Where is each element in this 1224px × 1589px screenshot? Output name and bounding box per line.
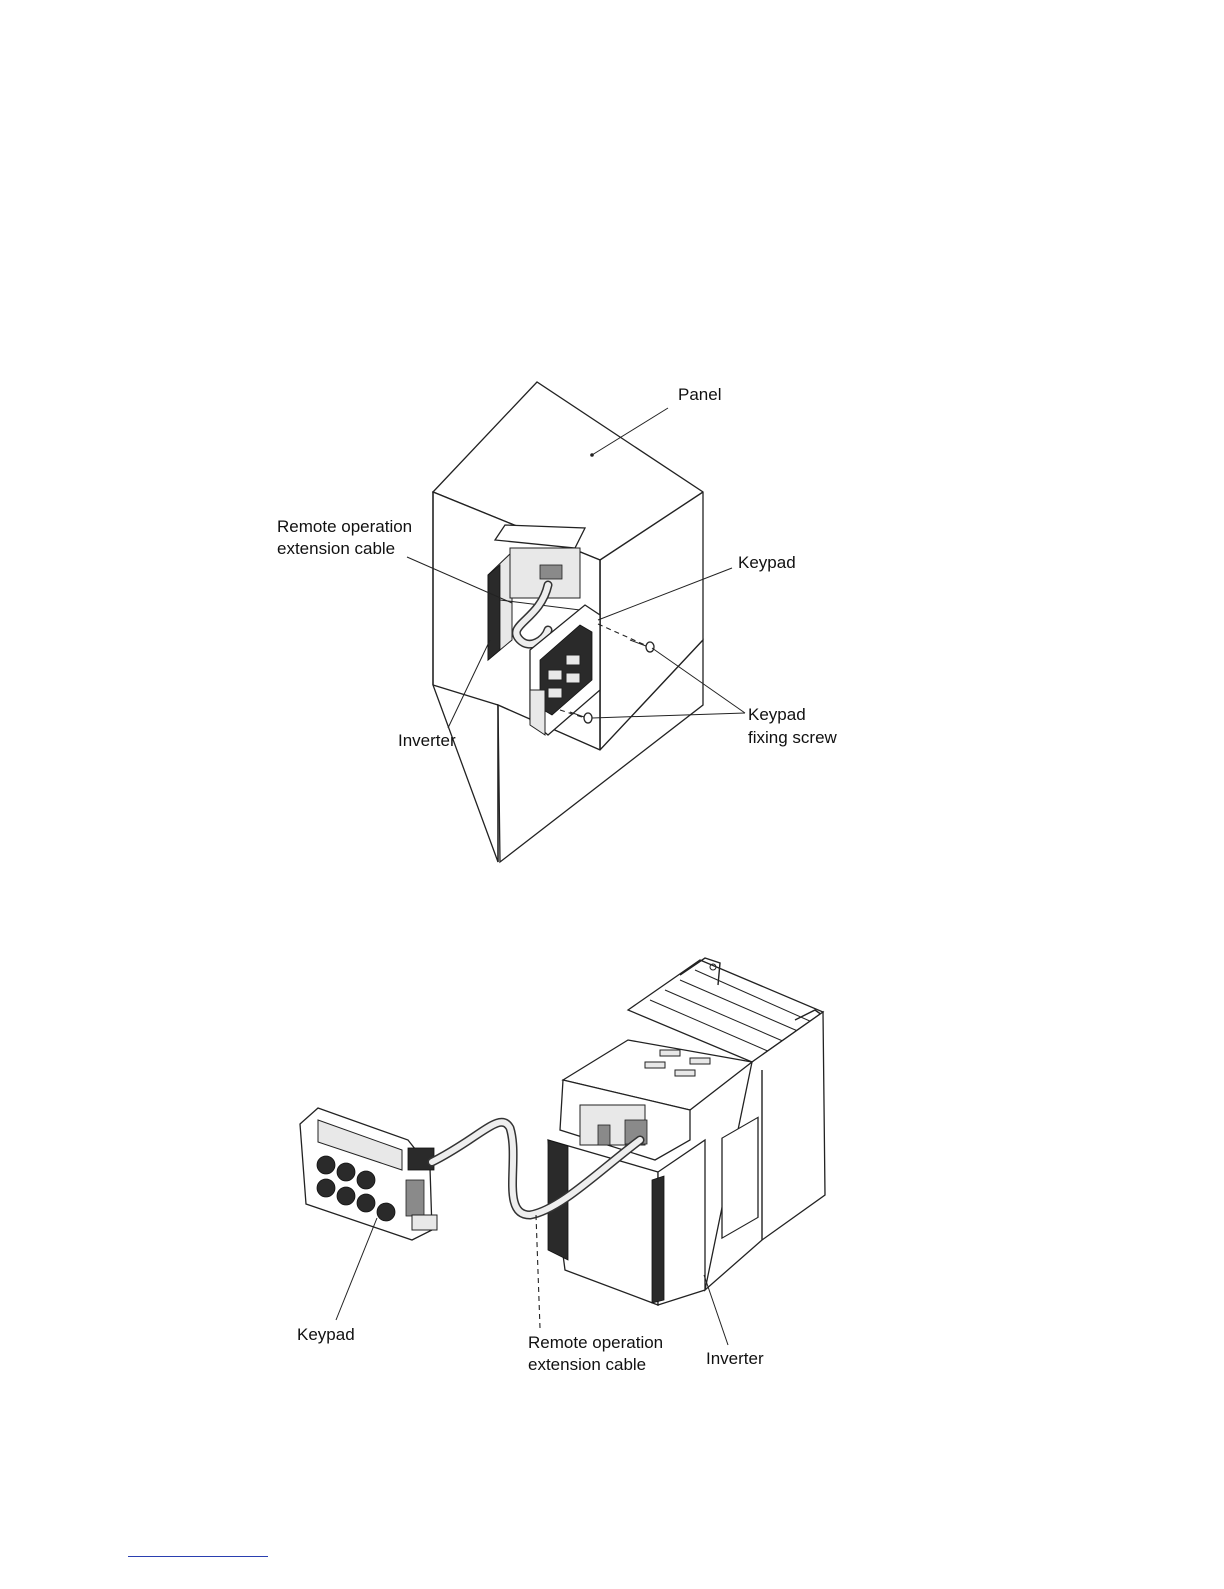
label-keypad-bottom: Keypad (297, 1325, 355, 1344)
label-cable-top-line1: Remote operation (277, 517, 412, 536)
key-button (317, 1156, 335, 1174)
key-button (357, 1171, 375, 1189)
key-button (317, 1179, 335, 1197)
label-inverter-bottom: Inverter (706, 1349, 764, 1368)
key-button (337, 1163, 355, 1181)
label-cable-top-line2: extension cable (277, 539, 395, 558)
label-inverter-top: Inverter (398, 731, 456, 750)
label-cable-bottom-line1: Remote operation (528, 1333, 663, 1352)
label-screw-line2: fixing screw (748, 728, 838, 747)
panel-mount-diagram: Panel Remote operation extension cable K… (277, 382, 838, 862)
remote-keypad-diagram: Keypad Remote operation extension cable … (297, 958, 825, 1374)
key-button (337, 1187, 355, 1205)
label-screw-line1: Keypad (748, 705, 806, 724)
label-cable-bottom-line2: extension cable (528, 1355, 646, 1374)
label-keypad-top: Keypad (738, 553, 796, 572)
label-panel: Panel (678, 385, 721, 404)
remote-keypad (300, 1108, 437, 1240)
key-button (357, 1194, 375, 1212)
key-button (377, 1203, 395, 1221)
screw-icon (584, 713, 592, 723)
inverter-unit (548, 958, 825, 1305)
screw-icon (646, 642, 654, 652)
footnote-rule (128, 1556, 268, 1557)
